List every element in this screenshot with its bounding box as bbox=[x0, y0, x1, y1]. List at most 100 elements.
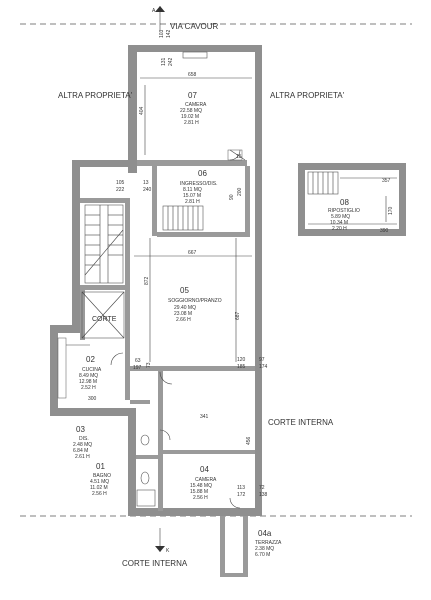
svg-text:185: 185 bbox=[237, 364, 246, 370]
svg-text:2.52 H: 2.52 H bbox=[81, 385, 96, 391]
marker-a-top: A bbox=[152, 8, 156, 14]
svg-text:15.88 M: 15.88 M bbox=[190, 489, 208, 495]
dimension-labels: 103 142 131 242 658 404 105 222 13 240 9… bbox=[88, 29, 394, 498]
svg-text:15: 15 bbox=[236, 154, 242, 160]
room-05-label: 05 SOGGIORNO/PRANZO 29.40 MQ 23.08 M 2.6… bbox=[168, 286, 222, 323]
svg-text:456: 456 bbox=[246, 436, 252, 445]
svg-text:174: 174 bbox=[259, 364, 268, 370]
svg-text:4.51 MQ: 4.51 MQ bbox=[90, 479, 109, 485]
room-03-label: 03 DIS. 2.48 MQ 6.84 M 2.61 H bbox=[73, 425, 92, 460]
terrace bbox=[220, 516, 248, 577]
svg-text:687: 687 bbox=[235, 311, 241, 320]
svg-text:RIPOSTIGLIO: RIPOSTIGLIO bbox=[328, 208, 360, 214]
svg-text:658: 658 bbox=[188, 72, 197, 78]
room-01-label: 01 BAGNO 4.51 MQ 11.02 M 2.56 H bbox=[90, 462, 111, 497]
svg-text:63: 63 bbox=[135, 358, 141, 364]
svg-text:08: 08 bbox=[340, 198, 349, 207]
svg-text:06: 06 bbox=[198, 169, 207, 178]
marker-k-bottom: K bbox=[166, 548, 170, 554]
svg-text:SOGGIORNO/PRANZO: SOGGIORNO/PRANZO bbox=[168, 298, 222, 304]
svg-text:13: 13 bbox=[143, 180, 149, 186]
svg-text:72: 72 bbox=[259, 485, 265, 491]
svg-text:8.49 MQ: 8.49 MQ bbox=[79, 373, 98, 379]
svg-text:300: 300 bbox=[88, 396, 97, 402]
svg-text:2.56 H: 2.56 H bbox=[193, 495, 208, 501]
room-07-label: 07 CAMERA 22.58 MQ 19.02 M 2.81 H bbox=[180, 91, 207, 126]
svg-text:2.61 H: 2.61 H bbox=[75, 454, 90, 460]
room-06-label: 06 INGRESSO/DIS. 8.11 MQ 15.07 M 2.81 H bbox=[180, 169, 218, 205]
svg-text:6.70 M: 6.70 M bbox=[255, 552, 270, 558]
svg-text:CUCINA: CUCINA bbox=[82, 367, 102, 373]
svg-text:10.34 M: 10.34 M bbox=[330, 220, 348, 226]
door-swings bbox=[110, 149, 241, 509]
svg-text:131: 131 bbox=[161, 57, 167, 66]
svg-text:12.98 M: 12.98 M bbox=[79, 379, 97, 385]
svg-text:DIS.: DIS. bbox=[79, 436, 89, 442]
svg-text:103: 103 bbox=[159, 29, 165, 38]
svg-text:200: 200 bbox=[237, 187, 243, 196]
altra-proprieta-right: ALTRA PROPRIETA' bbox=[270, 91, 345, 100]
svg-text:872: 872 bbox=[144, 276, 150, 285]
svg-text:04: 04 bbox=[200, 465, 209, 474]
svg-text:113: 113 bbox=[237, 485, 245, 491]
svg-text:04a: 04a bbox=[258, 529, 272, 538]
street-via-cavour: VIA CAVOUR bbox=[170, 22, 219, 31]
svg-text:105: 105 bbox=[116, 180, 125, 186]
exterior-walls bbox=[50, 45, 262, 516]
svg-text:197: 197 bbox=[133, 365, 142, 371]
section-marker-bottom: K bbox=[155, 528, 170, 554]
interior-walls bbox=[80, 160, 255, 511]
svg-text:CAMERA: CAMERA bbox=[185, 102, 207, 108]
svg-text:240: 240 bbox=[143, 187, 152, 193]
svg-text:BAGNO: BAGNO bbox=[93, 473, 111, 479]
ripostiglio-outline bbox=[298, 163, 406, 236]
room-02-label: 02 CUCINA 8.49 MQ 12.98 M 2.52 H bbox=[79, 355, 102, 391]
svg-text:2.48 MQ: 2.48 MQ bbox=[73, 442, 92, 448]
svg-text:22.58 MQ: 22.58 MQ bbox=[180, 108, 202, 114]
svg-text:5.89 MQ: 5.89 MQ bbox=[331, 214, 350, 220]
staircase bbox=[84, 204, 124, 284]
svg-text:404: 404 bbox=[139, 106, 145, 115]
svg-text:01: 01 bbox=[96, 462, 105, 471]
svg-text:29.40 MQ: 29.40 MQ bbox=[174, 305, 196, 311]
svg-text:120: 120 bbox=[237, 357, 246, 363]
corte-light-well bbox=[81, 291, 125, 339]
kitchen-counter bbox=[57, 337, 90, 399]
svg-text:390: 390 bbox=[380, 228, 389, 234]
svg-text:357: 357 bbox=[382, 178, 391, 184]
corte-interna-bottom: CORTE INTERNA bbox=[122, 559, 188, 568]
svg-text:222: 222 bbox=[116, 187, 125, 193]
svg-text:2.66 H: 2.66 H bbox=[176, 317, 191, 323]
svg-text:2.20 H: 2.20 H bbox=[332, 226, 347, 232]
room-07-details bbox=[140, 51, 252, 161]
corte-interna-right: CORTE INTERNA bbox=[268, 418, 334, 427]
svg-text:CAMERA: CAMERA bbox=[195, 477, 217, 483]
svg-text:23.08 M: 23.08 M bbox=[174, 311, 192, 317]
section-marker-top: A bbox=[152, 6, 165, 30]
room-04a-label: 04a TERRAZZA 2.38 MQ 6.70 M bbox=[255, 529, 282, 558]
svg-text:11.02 M: 11.02 M bbox=[90, 485, 108, 491]
altra-proprieta-left: ALTRA PROPRIETA' bbox=[58, 91, 133, 100]
svg-text:242: 242 bbox=[168, 57, 174, 66]
svg-text:2.81 H: 2.81 H bbox=[185, 199, 200, 205]
svg-text:142: 142 bbox=[166, 29, 172, 38]
svg-text:15.07 M: 15.07 M bbox=[183, 193, 201, 199]
svg-text:03: 03 bbox=[76, 425, 85, 434]
svg-text:05: 05 bbox=[180, 286, 189, 295]
svg-text:170: 170 bbox=[388, 206, 394, 215]
room-04-label: 04 CAMERA 15.48 MQ 15.88 M 2.56 H bbox=[190, 465, 217, 501]
svg-text:90: 90 bbox=[229, 194, 235, 200]
svg-text:INGRESSO/DIS.: INGRESSO/DIS. bbox=[180, 181, 218, 187]
svg-text:19.02 M: 19.02 M bbox=[181, 114, 199, 120]
svg-text:02: 02 bbox=[86, 355, 95, 364]
svg-text:2.56 H: 2.56 H bbox=[92, 491, 107, 497]
room-08-label: 08 RIPOSTIGLIO 5.89 MQ 10.34 M 2.20 H bbox=[328, 198, 360, 232]
bath-fixtures bbox=[136, 434, 156, 507]
svg-text:138: 138 bbox=[259, 492, 268, 498]
corte-label: CORTE bbox=[92, 316, 117, 323]
svg-text:2.38 MQ: 2.38 MQ bbox=[255, 546, 274, 552]
svg-text:2.81 H: 2.81 H bbox=[184, 120, 199, 126]
svg-text:07: 07 bbox=[188, 91, 197, 100]
svg-text:TERRAZZA: TERRAZZA bbox=[255, 540, 282, 546]
